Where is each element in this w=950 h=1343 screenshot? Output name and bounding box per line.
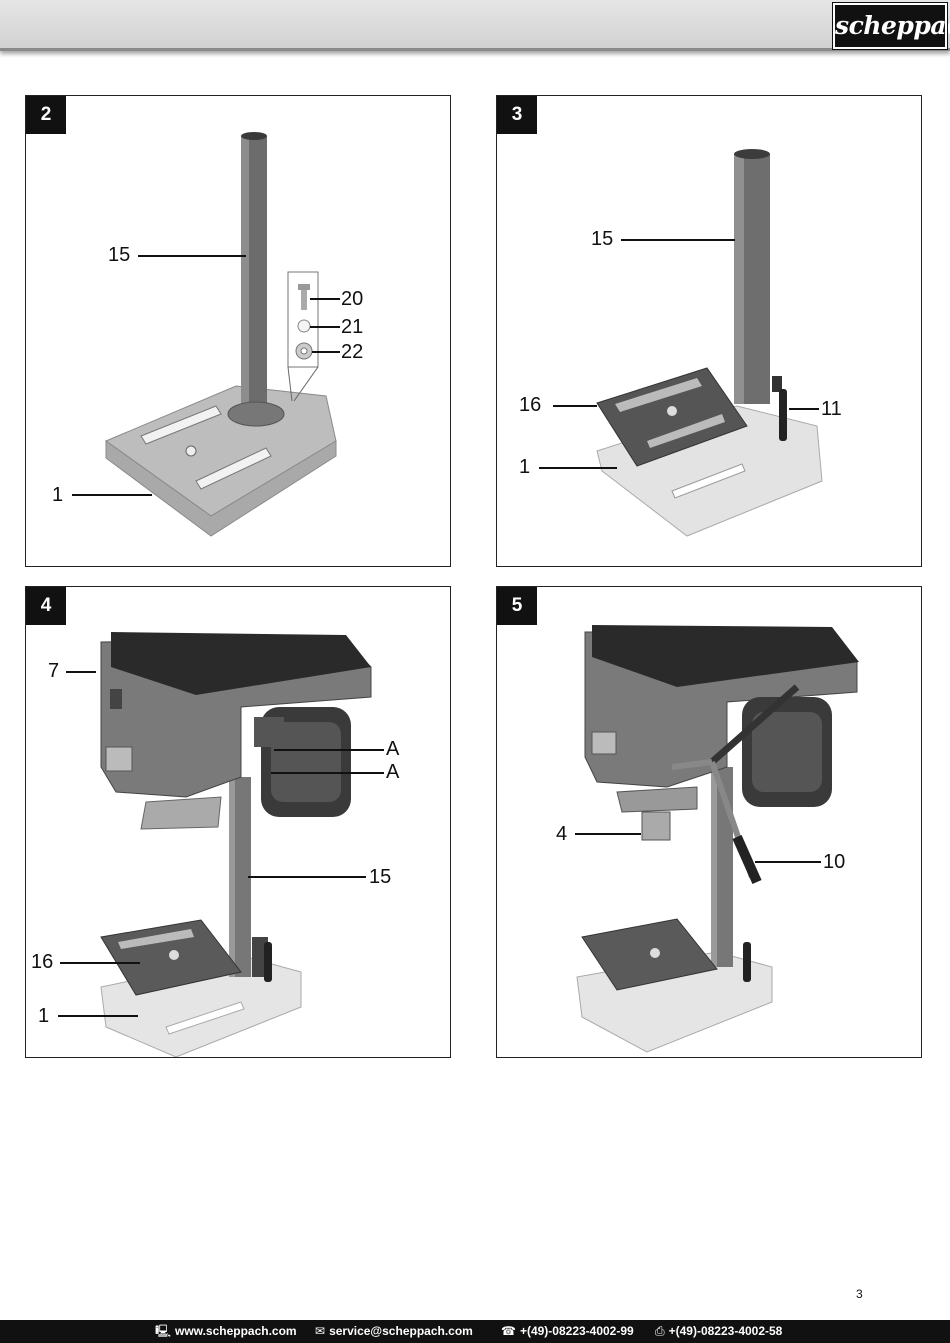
part-label-15: 15: [369, 866, 392, 888]
leader-line: [138, 255, 246, 257]
leader-line: [789, 408, 819, 410]
fax-icon: ⎙: [655, 1324, 665, 1338]
computer-icon: 🖳: [155, 1324, 172, 1338]
leader-line: [274, 749, 384, 751]
leader-line: [66, 671, 96, 673]
leader-line: [621, 239, 735, 241]
part-label-21: 21: [341, 316, 364, 338]
part-label-22: 22: [341, 341, 364, 363]
footer-email[interactable]: ✉service@scheppach.com: [315, 1320, 473, 1343]
figure-5-panel: 5 4 10: [496, 586, 922, 1058]
page-number: 3: [856, 1287, 863, 1301]
leader-line: [312, 351, 340, 353]
part-label-4: 4: [556, 823, 568, 845]
leader-line: [248, 876, 366, 878]
part-label-10: 10: [823, 851, 846, 873]
figure-2-panel: 2 15 20 21 22 1: [25, 95, 451, 567]
part-label-16: 16: [519, 394, 542, 416]
leader-line: [553, 405, 597, 407]
figure-3-illustration: [596, 149, 823, 537]
mail-icon: ✉: [315, 1324, 326, 1338]
part-label-a: A: [386, 738, 400, 760]
figure-number: 3: [497, 96, 537, 134]
figure-4-panel: 4 7 A A 15 16 1: [25, 586, 451, 1058]
header-bar: scheppach: [0, 0, 950, 51]
phone-text: +(49)-08223-4002-99: [519, 1324, 634, 1338]
leader-line: [60, 962, 140, 964]
email-text: service@scheppach.com: [329, 1324, 473, 1338]
part-label-11: 11: [821, 398, 842, 420]
part-label-15: 15: [591, 228, 614, 250]
figure-number: 5: [497, 587, 537, 625]
footer-fax: ⎙+(49)-08223-4002-58: [655, 1320, 782, 1343]
leader-line: [755, 861, 821, 863]
part-label-20: 20: [341, 288, 364, 310]
web-text: www.scheppach.com: [175, 1324, 297, 1338]
figure-number: 4: [26, 587, 66, 625]
footer-phone: ☎+(49)-08223-4002-99: [501, 1320, 634, 1343]
part-label-1: 1: [52, 484, 64, 506]
figure-number: 2: [26, 96, 66, 134]
scheppach-logo: scheppach: [832, 2, 950, 50]
fax-text: +(49)-08223-4002-58: [668, 1324, 783, 1338]
leader-line: [310, 298, 340, 300]
footer-web[interactable]: 🖳www.scheppach.com: [155, 1320, 297, 1343]
part-label-16: 16: [31, 951, 54, 973]
part-label-1: 1: [519, 456, 531, 478]
leader-line: [58, 1015, 138, 1017]
figure-5-illustration: [576, 625, 859, 1053]
leader-line: [271, 772, 384, 774]
leader-line: [539, 467, 617, 469]
part-label-a: A: [386, 761, 400, 783]
figure-3-panel: 3 15 16 11 1: [496, 95, 922, 567]
part-label-7: 7: [48, 660, 60, 682]
part-label-1: 1: [38, 1005, 50, 1027]
footer-bar: 🖳www.scheppach.com ✉service@scheppach.co…: [0, 1320, 950, 1343]
leader-line: [310, 326, 340, 328]
part-label-15: 15: [108, 244, 131, 266]
phone-icon: ☎: [501, 1324, 516, 1338]
leader-line: [72, 494, 152, 496]
figure-4-illustration: [100, 632, 372, 1057]
figure-2-illustration: [104, 132, 337, 537]
leader-line: [575, 833, 641, 835]
